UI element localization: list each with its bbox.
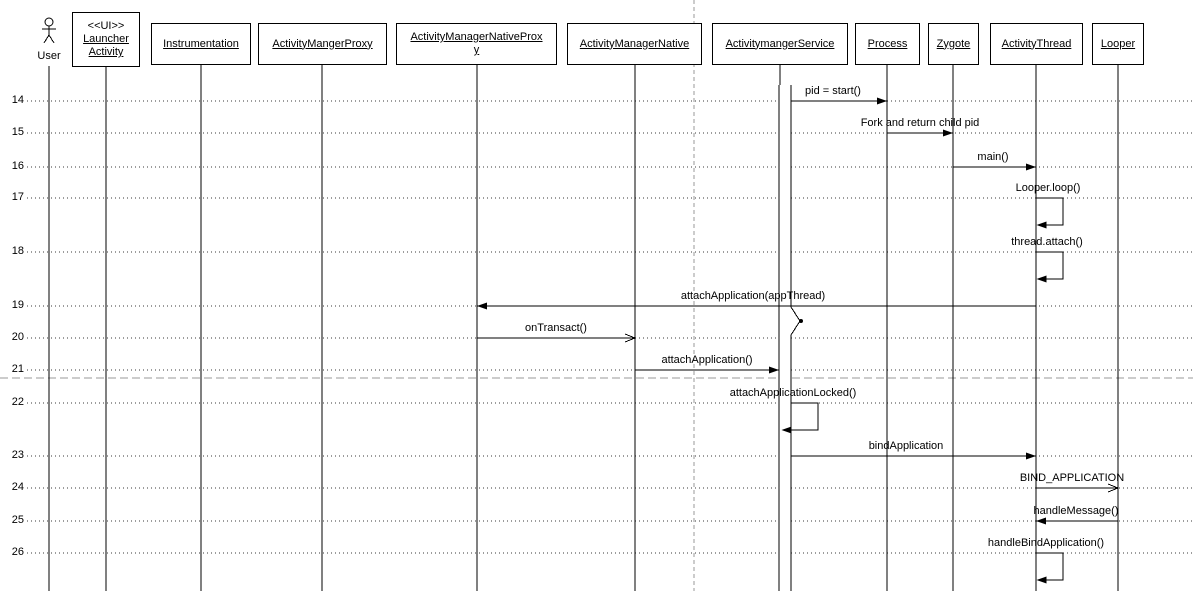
message-label: pid = start(): [805, 85, 861, 97]
message-label: main(): [977, 151, 1009, 163]
lifeline-box-activity-thread: ActivityThread: [990, 23, 1083, 65]
lifeline-box-process: Process: [855, 23, 920, 65]
user-actor-icon: [44, 17, 54, 27]
message-arrowhead: [877, 97, 887, 105]
message-arrowhead: [1107, 483, 1119, 489]
message-label: attachApplication(): [661, 354, 753, 366]
message-arrowhead: [1036, 221, 1047, 229]
self-message-line: [1036, 197, 1064, 226]
message-arrowhead: [1026, 163, 1036, 171]
lifeline-box-activitymanger-service: ActivitymangerService: [712, 23, 848, 65]
row-number: 16: [11, 160, 24, 172]
lifeline-box-label: ActivityMangerProxy: [272, 37, 373, 50]
self-message-line: [791, 402, 819, 431]
row-number: 21: [11, 363, 24, 375]
lifeline-box-instrumentation: Instrumentation: [151, 23, 251, 65]
row-number: 18: [11, 245, 24, 257]
lifeline-box-label: Looper: [1100, 37, 1136, 50]
user-actor-icon: [48, 34, 55, 44]
row-number: 20: [11, 331, 24, 343]
message-arrowhead: [1026, 452, 1036, 460]
message-arrowhead: [781, 426, 792, 434]
lifeline-box-activity-manager-native: ActivityManagerNative: [567, 23, 702, 65]
lifeline-box-label: y: [473, 44, 480, 56]
lifeline-box-label: <<UI>>: [87, 20, 125, 32]
message-label: thread.attach(): [1011, 236, 1083, 248]
row-number: 14: [11, 94, 24, 106]
lifeline-box-label: ActivityManagerNativeProx: [410, 31, 543, 43]
message-label: Fork and return child pid: [860, 117, 980, 129]
message-label: attachApplication(appThread): [680, 290, 826, 302]
row-number: 25: [11, 514, 24, 526]
message-label: Looper.loop(): [1015, 182, 1081, 194]
message-arrowhead: [1036, 275, 1047, 283]
self-message-line: [1036, 251, 1064, 280]
row-number: 26: [11, 546, 24, 558]
message-label: onTransact(): [525, 322, 587, 334]
lifeline-box-label: Instrumentation: [163, 37, 239, 50]
row-number: 15: [11, 126, 24, 138]
message-label: handleBindApplication(): [987, 537, 1105, 549]
row-number: 23: [11, 449, 24, 461]
message-label: bindApplication: [868, 440, 944, 452]
activation-kink-dot: [799, 319, 803, 323]
lifeline-box-label: ActivitymangerService: [725, 37, 835, 50]
message-arrowhead: [1107, 487, 1119, 493]
user-actor-icon: [43, 34, 50, 44]
lifeline-box-zygote: Zygote: [928, 23, 979, 65]
lifeline-box-label: ActivityManagerNative: [579, 37, 690, 50]
message-arrowhead: [943, 129, 953, 137]
lifeline-box-looper: Looper: [1092, 23, 1144, 65]
lifeline-box-label: ActivityThread: [1001, 37, 1072, 50]
row-number: 17: [11, 191, 24, 203]
lifeline-box-label: Launcher: [83, 33, 129, 45]
lifeline-box-label: Process: [867, 37, 908, 50]
message-arrowhead: [624, 333, 636, 339]
lifeline-box-activity-manger-proxy: ActivityMangerProxy: [258, 23, 387, 65]
row-number: 24: [11, 481, 24, 493]
message-arrowhead: [769, 366, 779, 374]
message-arrowhead: [1036, 517, 1046, 525]
activation-kink: [790, 306, 801, 336]
message-arrowhead: [477, 302, 487, 310]
message-label: BIND_APPLICATION: [1019, 472, 1125, 484]
activation-bar: [779, 85, 791, 591]
row-number: 22: [11, 396, 24, 408]
message-arrowhead: [1036, 576, 1047, 584]
message-label: handleMessage(): [1033, 505, 1119, 517]
message-label: attachApplicationLocked(): [729, 387, 857, 399]
lifeline-box-label: Activity: [88, 46, 124, 58]
self-message-line: [1036, 552, 1064, 581]
actor-label: User: [37, 50, 61, 62]
row-number: 19: [11, 299, 24, 311]
message-arrowhead: [624, 337, 636, 343]
lifeline-box-label: Zygote: [936, 37, 971, 50]
